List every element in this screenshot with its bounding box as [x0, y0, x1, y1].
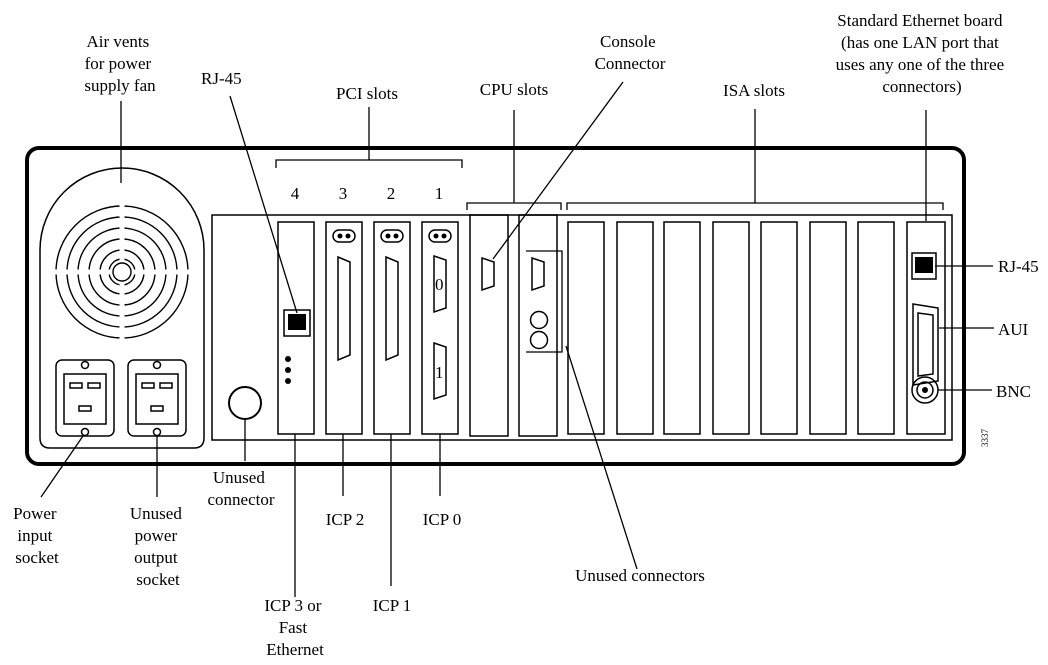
dsub-connector-icon	[385, 255, 399, 362]
status-led-icon	[285, 356, 291, 384]
led-pair-icon	[380, 229, 404, 243]
unused-dsub-icon	[531, 256, 545, 292]
isa-slots-label: ISA slots	[723, 81, 785, 100]
rj45-port-icon	[911, 252, 937, 280]
icp3-fast-ethernet-label: ICP 3 or Fast Ethernet	[264, 596, 325, 659]
unused-connectors-label: Unused connectors	[575, 566, 705, 585]
led-pair-icon	[428, 229, 452, 243]
unused-round-port-icon	[529, 310, 549, 330]
bnc-connector-icon	[911, 376, 939, 404]
isa-slot-blanks	[567, 221, 895, 435]
rj45-port-icon	[283, 309, 311, 337]
slot-number-1: 1	[435, 184, 444, 203]
fan-vent-spokes	[54, 204, 190, 340]
unused-connectors-bracket	[526, 250, 563, 353]
aui-label: AUI	[998, 320, 1029, 339]
figure-number: 3337	[980, 429, 990, 448]
dsub-connector-icon	[337, 255, 351, 362]
power-input-socket-icon	[55, 359, 115, 437]
dsub-connector-icon	[433, 254, 447, 314]
console-connector-label: Console Connector	[595, 32, 666, 73]
slot-number-2: 2	[387, 184, 396, 203]
aui-connector-icon	[912, 303, 939, 386]
led-pair-icon	[332, 229, 356, 243]
unused-round-port-icon	[529, 330, 549, 350]
leader-lines	[40, 81, 994, 597]
console-connector-icon	[481, 256, 495, 292]
icp0-label: ICP 0	[423, 510, 462, 529]
pci-slot-2	[373, 221, 411, 435]
slot-number-4: 4	[291, 184, 300, 203]
power-input-label: Power input socket	[13, 504, 61, 567]
pci-slots-label: PCI slots	[336, 84, 398, 103]
cpu-slots-label: CPU slots	[480, 80, 549, 99]
icp1-label: ICP 1	[373, 596, 412, 615]
unused-power-output-label: Unused power output socket	[130, 504, 186, 589]
rj45-left-label: RJ-45	[201, 69, 242, 88]
air-vents-label: Air vents for power supply fan	[84, 32, 156, 95]
cpu-slot-a	[469, 214, 509, 437]
pci-slot-4	[277, 221, 315, 435]
power-supply-module	[39, 167, 205, 449]
unused-connector-label: Unused connector	[207, 468, 274, 509]
standard-ethernet-label: Standard Ethernet board (has one LAN por…	[836, 11, 1009, 96]
port-number-0: 0	[435, 275, 444, 294]
cpu-slot-b	[518, 214, 558, 437]
chassis-outline	[25, 146, 966, 466]
pci-slot-3	[325, 221, 363, 435]
icp2-label: ICP 2	[326, 510, 365, 529]
bnc-label: BNC	[996, 382, 1031, 401]
port-number-1: 1	[435, 363, 444, 382]
slot-number-3: 3	[339, 184, 348, 203]
dsub-connector-icon	[433, 341, 447, 401]
rj45-right-label: RJ-45	[998, 257, 1039, 276]
